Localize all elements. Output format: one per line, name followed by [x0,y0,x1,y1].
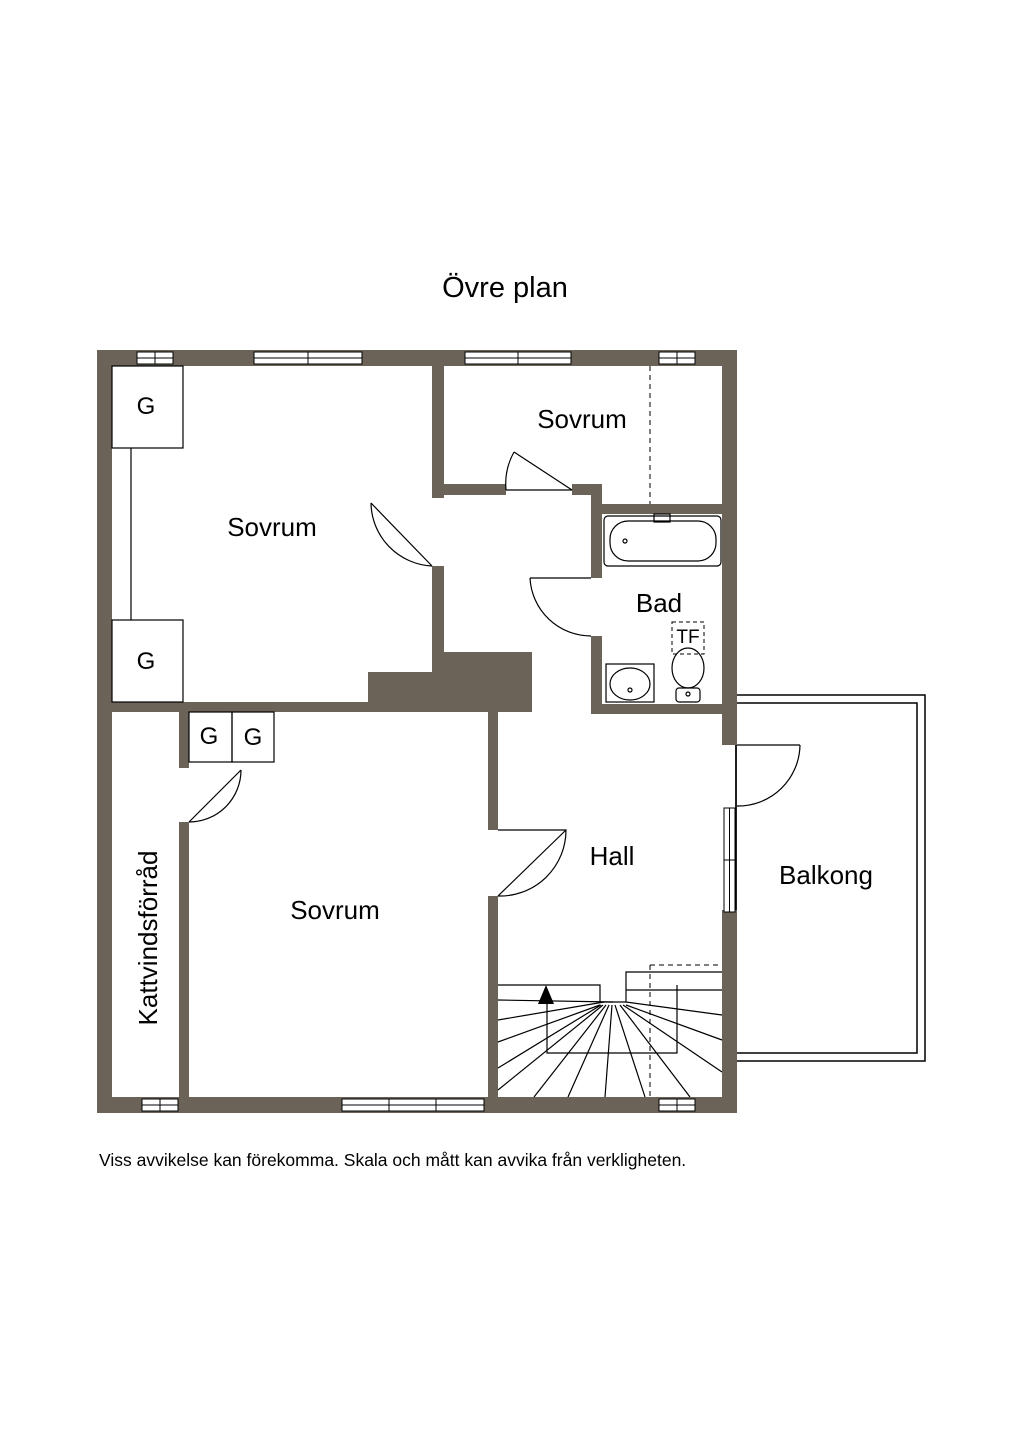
windows [136,351,736,1112]
window-top-1 [136,351,174,365]
room-label-hall: Hall [590,841,635,871]
closet-label-g4: G [244,724,263,751]
window-top-4 [658,351,696,365]
window-bottom-3 [658,1098,696,1112]
window-bottom-2 [341,1098,485,1112]
interior-walls [110,362,727,1102]
wardrobes [111,365,275,763]
window-top-2 [253,351,363,365]
window-right [723,807,736,913]
closet-label-g1: G [137,393,156,420]
room-label-bad: Bad [636,588,682,618]
balcony [735,694,926,1062]
room-label-tf: TF [676,627,699,648]
room-label-sovrum-top-right: Sovrum [537,404,627,434]
stair-direction-arrow-icon [538,985,554,1004]
closet-label-g2: G [137,648,156,675]
window-bottom-1 [141,1098,179,1112]
tf-box [671,621,705,655]
doors [188,451,801,897]
sink-icon [605,663,655,703]
staircase-icon [497,971,723,1098]
room-label-balkong: Balkong [779,860,873,890]
plan-title: Övre plan [442,272,568,304]
exterior-walls [97,350,737,1113]
room-label-sovrum-bottom: Sovrum [290,895,380,925]
window-top-3 [464,351,572,365]
dashed-lines [649,366,722,1097]
room-label-kattvindsforrad: Kattvindsförråd [133,851,163,1026]
room-label-sovrum-top-left: Sovrum [227,512,317,542]
disclaimer-text: Viss avvikelse kan förekomma. Skala och … [99,1150,687,1170]
closet-label-g3: G [200,723,219,750]
toilet-icon [671,647,705,703]
bathtub-icon [603,513,722,567]
